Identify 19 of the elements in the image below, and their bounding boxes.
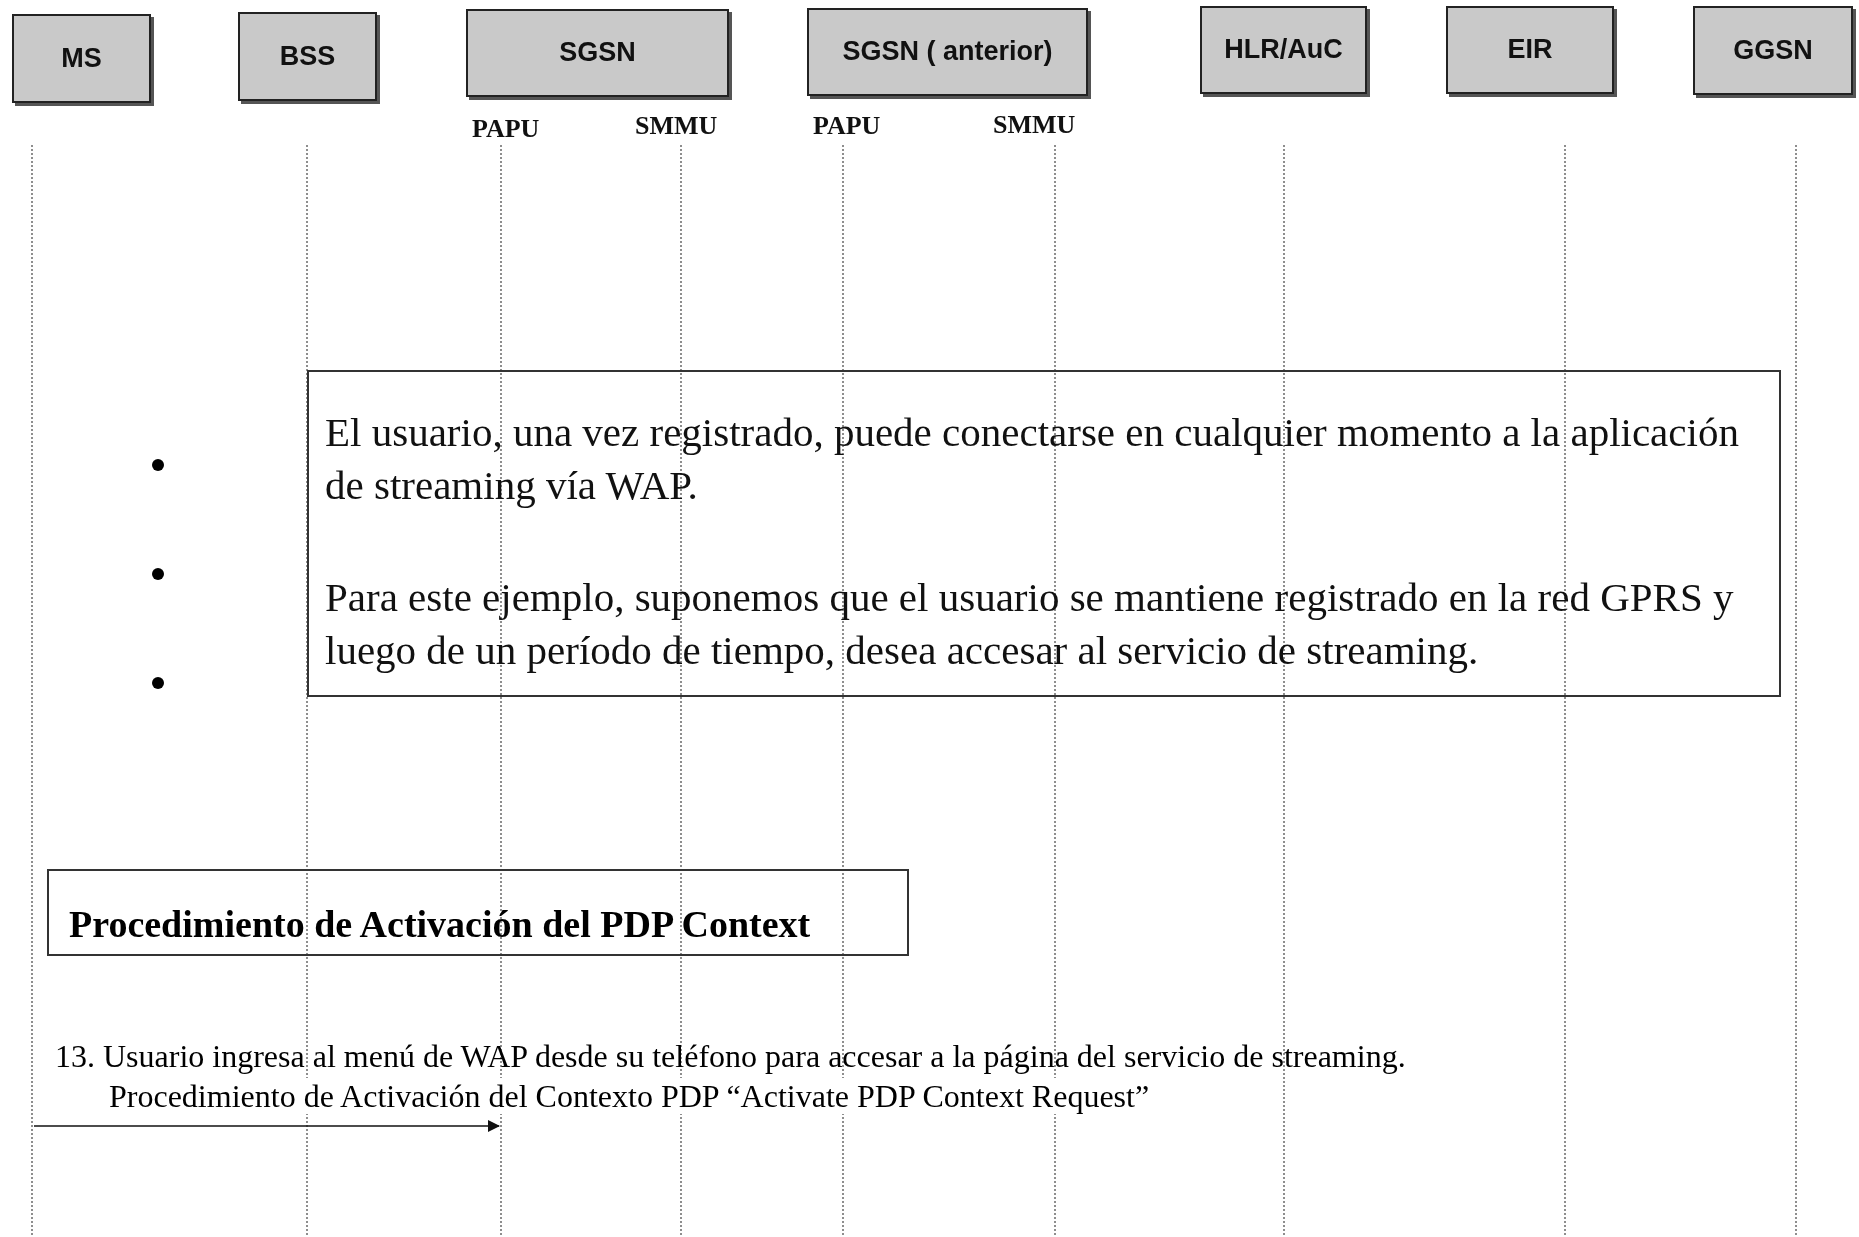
note-text: Para este ejemplo, suponemos que el usuario se mantiene registrado en la red GPRS y luego de un período de tiempo, desea accesar al servicio de streaming. xyxy=(325,573,1735,675)
participant-label: SMMU xyxy=(993,110,1089,140)
note-text: El usuario, una vez registrado, puede conectarse en cualquier momento a la aplicación de streaming vía WAP. xyxy=(325,408,1740,510)
participant-box: SGSN ( anterior) xyxy=(807,8,1088,96)
step-text: 13. Usuario ingresa al menú de WAP desde su teléfono para accesar a la página del servicio de streaming. xyxy=(55,1038,1406,1074)
participant-label: PAPU xyxy=(813,111,895,141)
participant-label: SMMU xyxy=(635,111,731,141)
message-arrow xyxy=(33,1120,500,1132)
participant-box: GGSN xyxy=(1693,6,1853,95)
participant-box: SGSN xyxy=(466,9,729,97)
participant-box: MS xyxy=(12,14,151,103)
edge-label: Procedimiento de Activación del Contexto PDP “Activate PDP Context Request” xyxy=(109,1078,1150,1114)
section-title: Procedimiento de Activación del PDP Context xyxy=(69,903,811,945)
participant-box: EIR xyxy=(1446,6,1614,94)
section-box xyxy=(47,869,909,956)
participant-box: BSS xyxy=(238,12,377,101)
participant-label: PAPU xyxy=(472,114,554,144)
note-box xyxy=(307,370,1781,697)
participant-box: HLR/AuC xyxy=(1200,6,1367,94)
